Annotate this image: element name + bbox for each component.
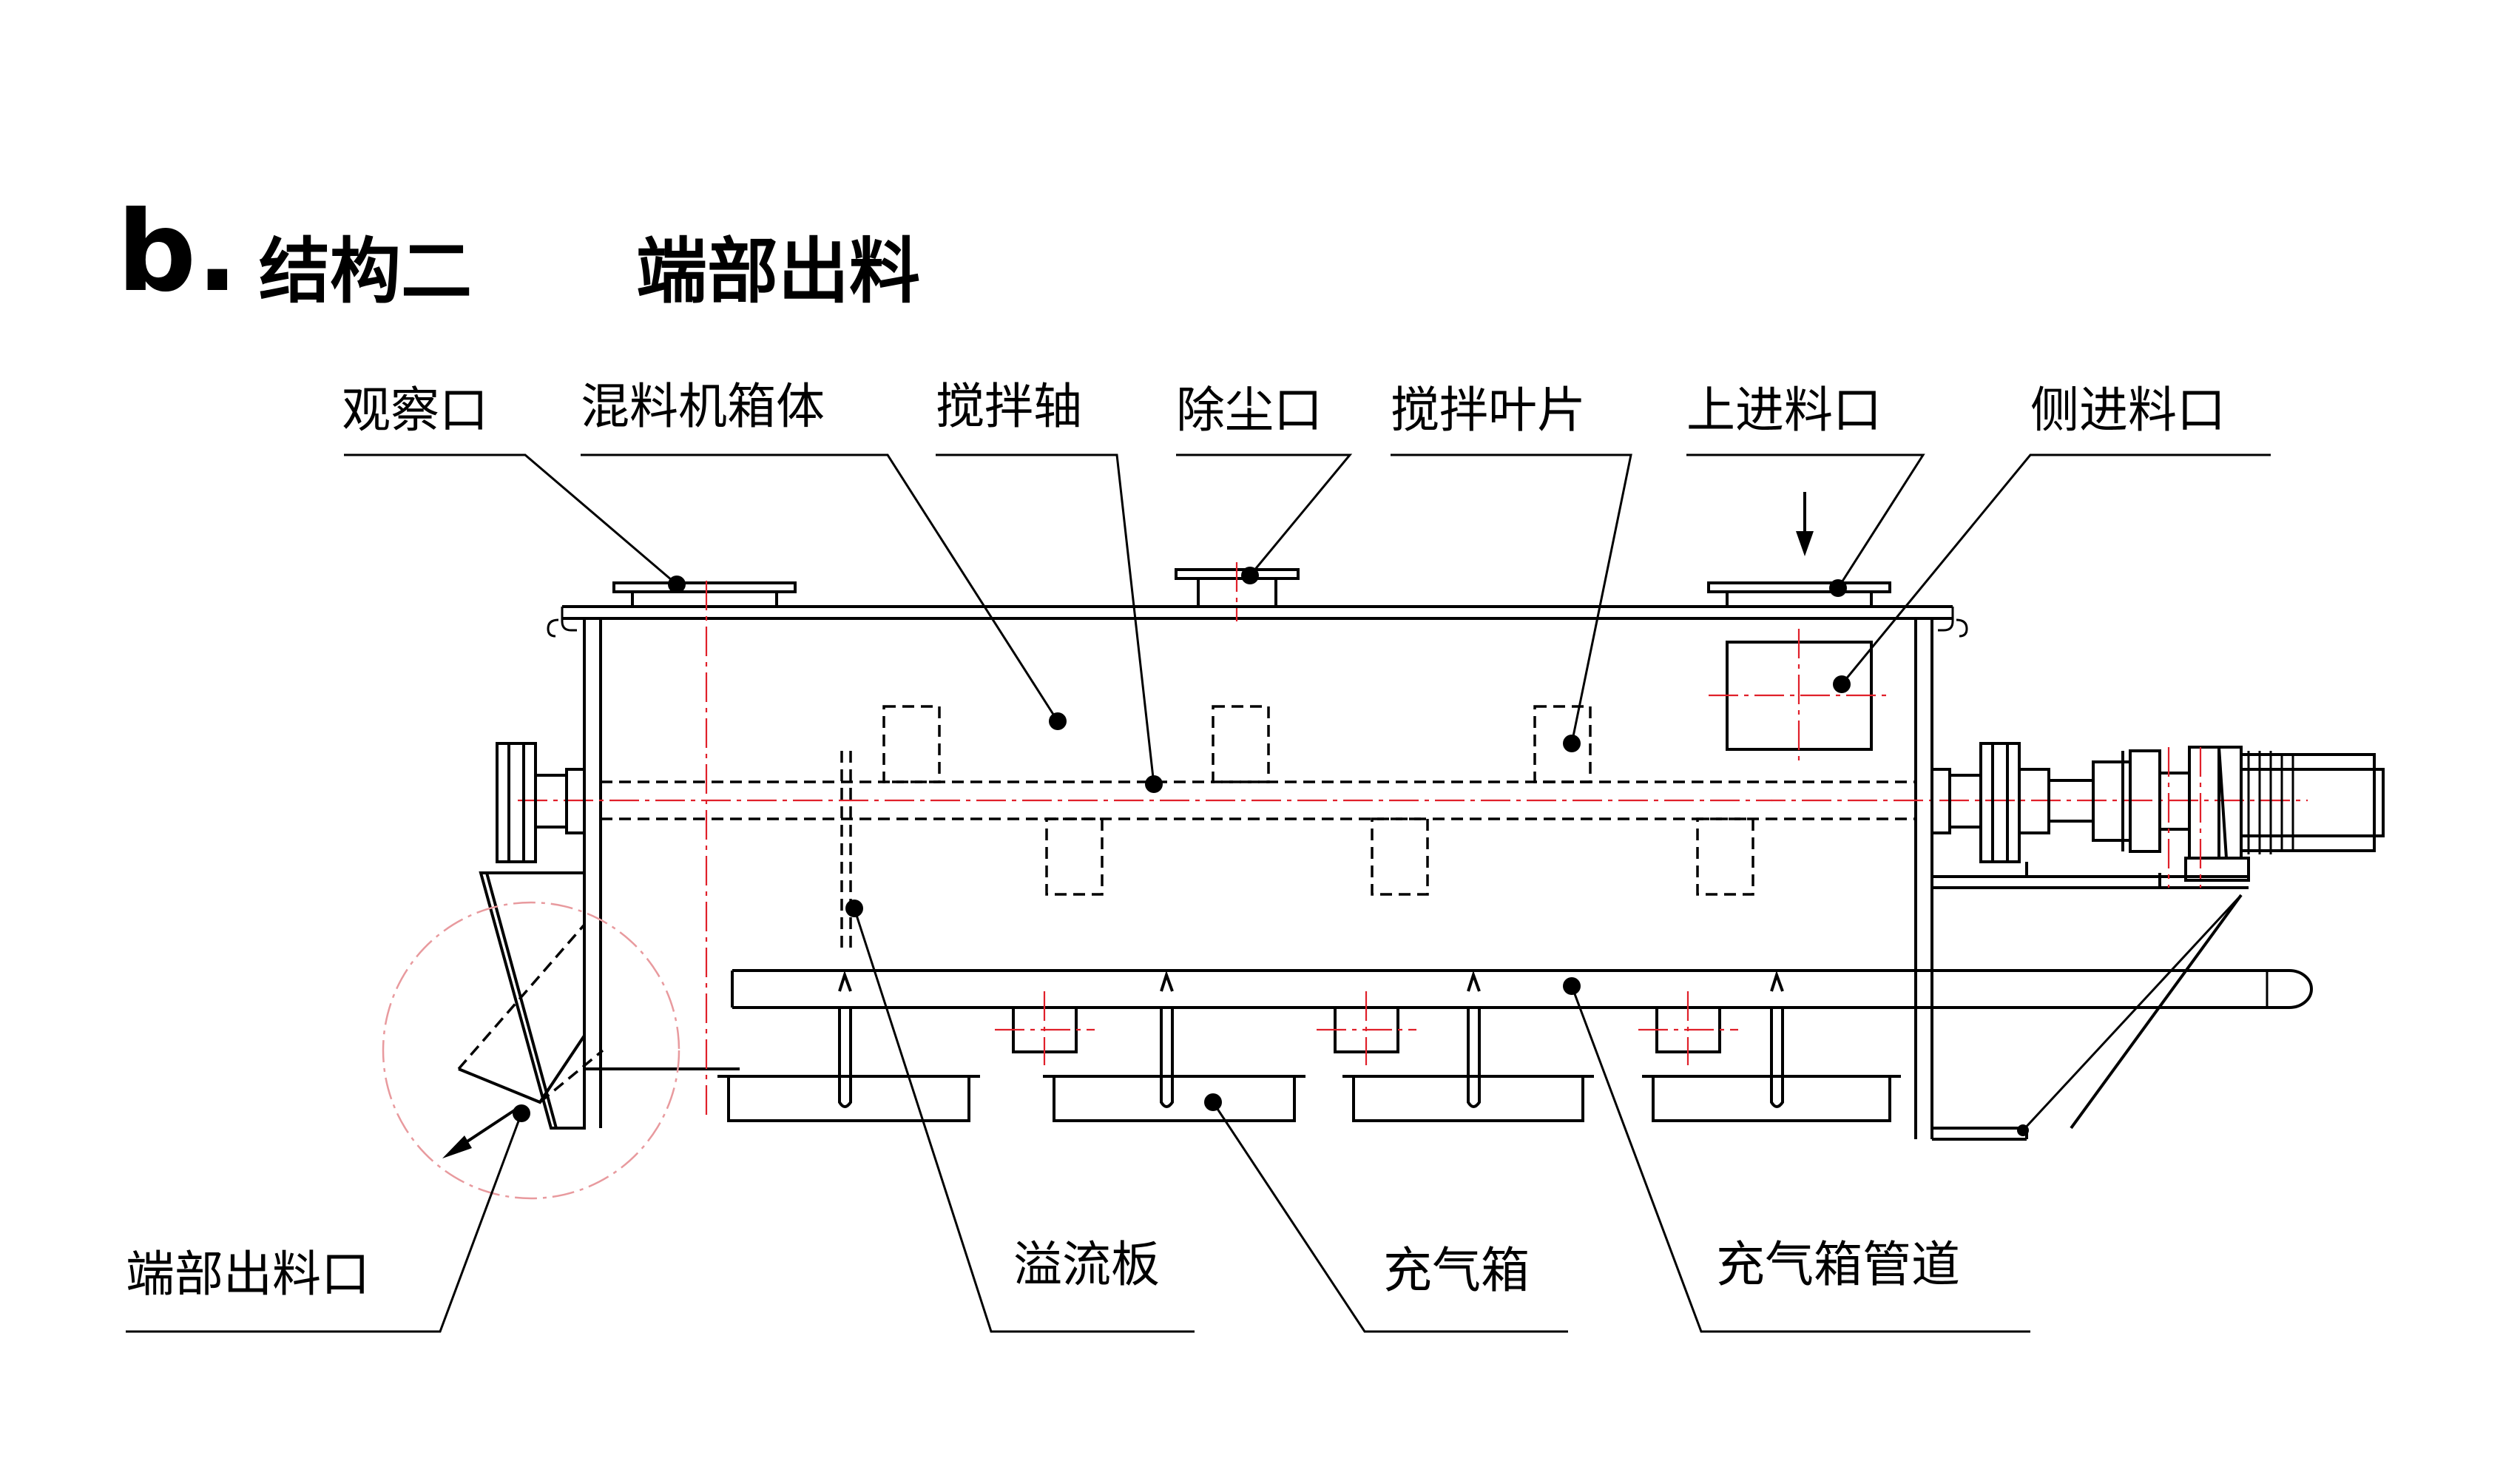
label-side-inlet: 侧进料口 bbox=[2030, 382, 2226, 439]
title-main: 结构二 bbox=[259, 230, 472, 313]
aeration-pipe-shape bbox=[731, 894, 2313, 1130]
baffle-icons bbox=[838, 970, 1784, 1108]
mixing-shaft-lines bbox=[518, 780, 2308, 820]
right-support bbox=[1932, 1127, 2028, 1141]
motor-fins-icon bbox=[2247, 751, 2294, 854]
aeration-boxes bbox=[717, 970, 1901, 1122]
top-inlet-flange bbox=[1707, 492, 1891, 607]
label-mixing-blade: 搅拌叶片 bbox=[1391, 382, 1586, 439]
label-overflow-plate: 溢流板 bbox=[1013, 1236, 1160, 1293]
mixing-blades bbox=[882, 705, 1754, 896]
mixer-machine bbox=[382, 492, 2385, 1200]
observation-port-flange bbox=[612, 581, 797, 607]
leader-lines bbox=[126, 453, 2271, 1333]
left-bearing-housing bbox=[496, 742, 586, 863]
label-dust-port: 除尘口 bbox=[1176, 382, 1323, 439]
label-aeration-box: 充气箱 bbox=[1383, 1242, 1530, 1299]
title-sub: 端部出料 bbox=[636, 230, 920, 313]
label-aeration-pipe: 充气箱管道 bbox=[1716, 1236, 1960, 1293]
side-inlet-window bbox=[1709, 629, 1890, 766]
title-prefix: b. bbox=[117, 188, 238, 317]
label-end-outlet: 端部出料口 bbox=[126, 1246, 370, 1303]
dust-port-flange bbox=[1175, 562, 1300, 621]
label-top-inlet: 上进料口 bbox=[1686, 382, 1882, 439]
right-drive-unit bbox=[1930, 742, 2385, 889]
end-outlet-hopper bbox=[382, 871, 680, 1200]
mixer-body-shell bbox=[547, 605, 1968, 1139]
label-mixing-shaft: 搅拌轴 bbox=[936, 378, 1082, 435]
diagram-title: b. 结构二 端部出料 bbox=[117, 188, 920, 317]
label-mixer-body: 混料机箱体 bbox=[581, 378, 825, 435]
label-observation-port: 观察口 bbox=[342, 382, 488, 439]
overflow-plate-lines bbox=[840, 751, 852, 954]
part-labels: 观察口 混料机箱体 搅拌轴 除尘口 搅拌叶片 上进料口 侧进料口 端部出料口 溢… bbox=[126, 378, 2226, 1303]
